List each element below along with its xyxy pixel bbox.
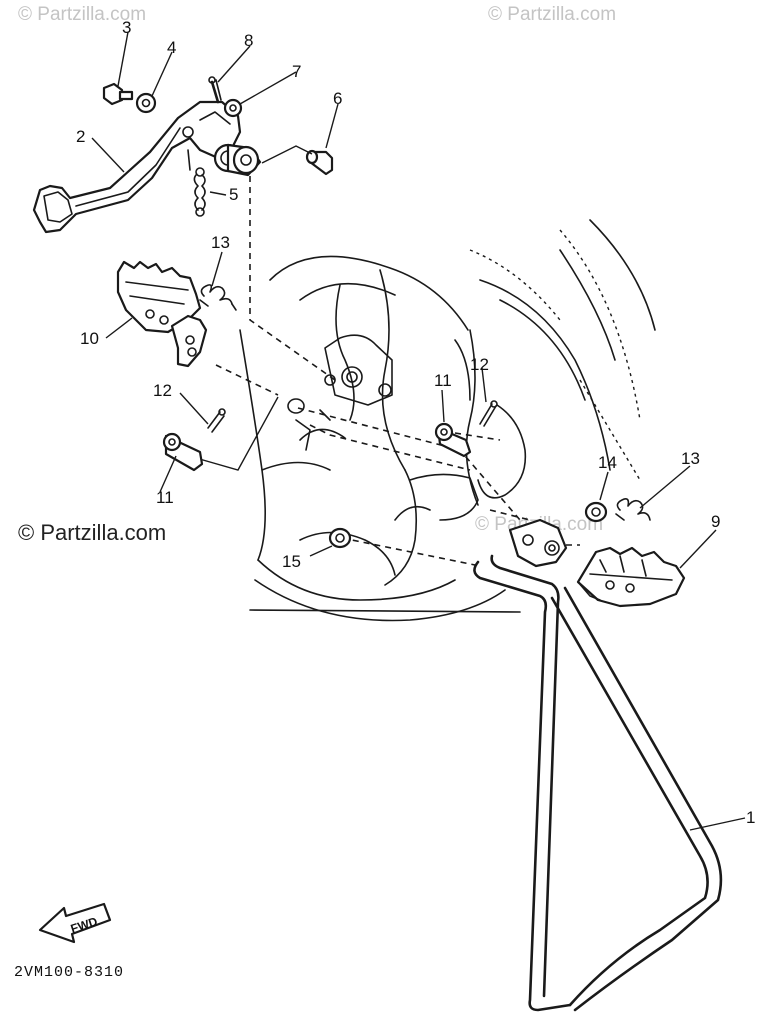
callout-8: 8 [244, 31, 253, 50]
washer-pedal [223, 98, 243, 118]
footrest-pin-left [162, 398, 305, 472]
diagram-code: 2VM100-8310 [14, 964, 124, 981]
watermark-top-left: © Partzilla.com [18, 4, 146, 25]
callout-4: 4 [167, 38, 176, 57]
watermark-middle-left: © Partzilla.com [18, 520, 166, 545]
watermark-top-right: © Partzilla.com [488, 4, 616, 25]
cotter-pin-right [479, 400, 498, 427]
left-footrest [116, 260, 208, 368]
callout-12-right: 12 [470, 355, 489, 374]
callout-11-right: 11 [434, 371, 452, 390]
callout-13-right: 13 [681, 449, 700, 468]
callout-1: 1 [746, 808, 755, 827]
callout-14: 14 [598, 453, 617, 472]
callout-2: 2 [76, 127, 85, 146]
frame-outline [239, 219, 656, 622]
bolt [102, 82, 134, 106]
washer [135, 92, 157, 114]
footrest-spring-left [199, 284, 237, 311]
cotter-pin-left [207, 408, 226, 433]
footrest-pin-right [434, 422, 472, 458]
pivot-bracket [324, 334, 393, 406]
right-footrest-bracket [508, 518, 568, 568]
brake-pedal [32, 100, 262, 234]
washer-right [584, 501, 608, 523]
leader-lines [91, 31, 746, 831]
alignment-lines [195, 170, 580, 566]
return-spring [187, 149, 206, 217]
footrest-spring-right [615, 498, 651, 521]
pivot-shaft [261, 145, 334, 176]
callout-13-upper: 13 [211, 233, 230, 252]
callout-15: 15 [282, 552, 301, 571]
callout-5: 5 [229, 185, 238, 204]
forward-direction-arrow: FWD [38, 902, 112, 944]
cotter-pin [208, 76, 222, 104]
callout-10: 10 [80, 329, 99, 348]
callout-3: 3 [122, 18, 131, 37]
collar [328, 527, 352, 549]
callout-12-left: 12 [153, 381, 172, 400]
stand-tube [473, 554, 723, 1012]
right-footrest [576, 546, 686, 608]
callout-11-left: 11 [156, 488, 174, 507]
callout-9: 9 [711, 512, 720, 531]
callout-6: 6 [333, 89, 342, 108]
callout-7: 7 [292, 62, 301, 81]
